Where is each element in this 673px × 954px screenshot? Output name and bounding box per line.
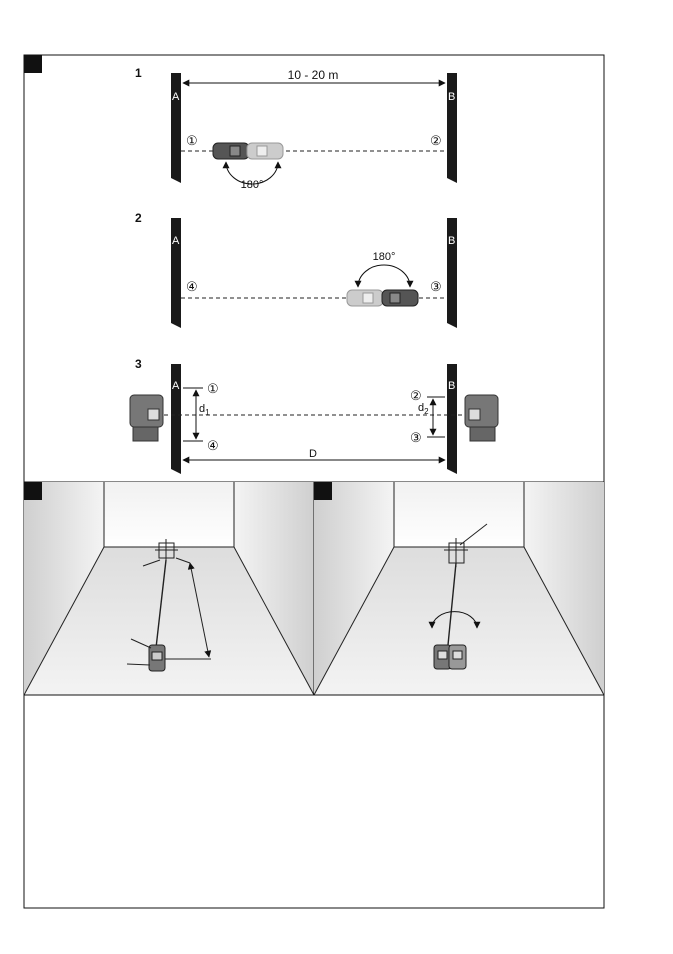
- step-1-number: 1: [135, 66, 142, 80]
- step-3-mark-4: ④: [207, 438, 219, 453]
- panel-2-corner-badge: [24, 482, 42, 500]
- step-3-mark-1: ①: [207, 381, 219, 396]
- step-1-wall-a-label: A: [172, 91, 180, 103]
- step-3-mark-3: ③: [410, 430, 422, 445]
- step-3-number: 3: [135, 357, 142, 371]
- laser-level-device-icon: [149, 645, 165, 671]
- panel-3: [314, 482, 604, 695]
- step-1-rotation-label: 180°: [241, 179, 264, 191]
- laser-level-device-icon: [465, 395, 498, 441]
- step-3-distance-label: D: [309, 448, 317, 460]
- step-1-mark-2: ②: [430, 133, 442, 148]
- step-2-rotation-label: 180°: [373, 251, 396, 263]
- room-back-wall: [394, 482, 524, 547]
- step-2-mark-3: ③: [430, 279, 442, 294]
- step-1-wall-a: [171, 73, 181, 183]
- step-3-wall-a-label: A: [172, 380, 180, 392]
- step-1-distance-label: 10 - 20 m: [288, 68, 339, 82]
- blank-panel: [24, 695, 604, 908]
- step-2-number: 2: [135, 211, 142, 225]
- laser-level-device-icon: [213, 143, 283, 159]
- step-2-wall-a-label: A: [172, 235, 180, 247]
- step-1-mark-1: ①: [186, 133, 198, 148]
- panel-1: 1 A B 10 - 20 m ① ② 180° 2 A: [24, 55, 604, 482]
- laser-level-device-icon: [434, 645, 466, 669]
- step-3-mark-2: ②: [410, 388, 422, 403]
- laser-level-device-icon: [130, 395, 163, 441]
- step-3-wall-b-label: B: [448, 380, 455, 392]
- step-2-wall-b-label: B: [448, 235, 455, 247]
- step-2-mark-4: ④: [186, 279, 198, 294]
- laser-level-device-icon: [347, 290, 418, 306]
- step-1-wall-b: [447, 73, 457, 183]
- panel-2: [24, 482, 314, 695]
- step-1-wall-b-label: B: [448, 91, 455, 103]
- panel-3-corner-badge: [314, 482, 332, 500]
- panel-1-corner-badge: [24, 55, 42, 73]
- room-back-wall: [104, 482, 234, 547]
- panel-1-frame: [24, 55, 604, 482]
